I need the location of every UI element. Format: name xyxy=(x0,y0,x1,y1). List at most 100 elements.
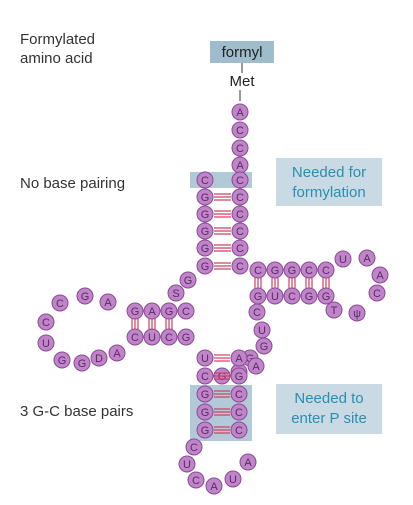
acceptor-tail-2 xyxy=(231,139,249,157)
d-loop-5 xyxy=(53,351,71,369)
variable-4-letter: A xyxy=(252,361,260,373)
anticodon-loop-2-letter: C xyxy=(192,475,200,487)
d-bottom-2-letter: C xyxy=(165,332,173,344)
connector-1-letter: S xyxy=(172,288,179,300)
acceptor-tail-1-letter: C xyxy=(236,125,244,137)
t-loop-0-letter: U xyxy=(339,254,347,266)
d-loop-6 xyxy=(73,354,91,372)
d-loop-2 xyxy=(99,293,117,311)
acceptor-3-5-letter: C xyxy=(236,261,244,273)
d-top-1-letter: G xyxy=(165,306,174,318)
variable-3-letter: G xyxy=(246,353,255,365)
t-loop-1 xyxy=(358,249,376,267)
anticodon-loop-4-letter: U xyxy=(229,474,237,486)
d-loop-5-letter: G xyxy=(58,355,67,367)
needed-formylation-text-line-0: Needed for xyxy=(292,164,366,181)
d-loop-4-letter: U xyxy=(42,338,50,350)
d-loop-8 xyxy=(108,344,126,362)
t-top-1-letter: G xyxy=(271,265,280,277)
anticodon-loop-0-letter: C xyxy=(190,442,198,454)
t-top-4-letter: C xyxy=(322,265,330,277)
needed-formylation-box xyxy=(276,158,382,206)
connector-0 xyxy=(179,271,197,289)
d-bottom-1-letter: U xyxy=(148,332,156,344)
anticodon-right-0 xyxy=(230,349,248,367)
connector-1 xyxy=(167,284,185,302)
acceptor-3-3-letter: C xyxy=(236,226,244,238)
no-base-pairing-label: No base pairing xyxy=(20,175,126,192)
anticodon-right-3 xyxy=(230,403,248,421)
acceptor-3-4 xyxy=(231,239,249,257)
anticodon-left-0 xyxy=(196,349,214,367)
variable-1-letter: U xyxy=(258,325,266,337)
t-bottom-1-letter: U xyxy=(271,291,279,303)
anticodon-right-0-letter: A xyxy=(235,353,243,365)
variable-2-letter: G xyxy=(260,341,269,353)
acceptor-3-2 xyxy=(231,205,249,223)
variable-4 xyxy=(247,357,265,375)
anticodon-left-2-letter: G xyxy=(201,389,210,401)
needed-p-site-text-line-1: enter P site xyxy=(291,410,367,427)
anticodon-right-1-letter: G xyxy=(235,371,244,383)
formyl-box xyxy=(210,41,274,63)
acceptor-5-1-letter: G xyxy=(201,192,210,204)
acceptor-3-1 xyxy=(231,188,249,206)
acceptor-5-4-letter: G xyxy=(201,243,210,255)
anticodon-left-3 xyxy=(196,403,214,421)
acceptor-5-2 xyxy=(196,205,214,223)
acceptor-5-5-letter: G xyxy=(201,261,210,273)
acceptor-tail-1 xyxy=(231,121,249,139)
t-bottom-3-letter: G xyxy=(305,291,314,303)
d-loop-7 xyxy=(90,349,108,367)
acceptor-tail-0 xyxy=(231,103,249,121)
acceptor-3-0 xyxy=(231,171,249,189)
t-loop-5-letter: T xyxy=(331,305,338,317)
acceptor-3-3 xyxy=(231,222,249,240)
acceptor-5-3-letter: G xyxy=(201,226,210,238)
acceptor-5-1 xyxy=(196,188,214,206)
t-top-0-letter: C xyxy=(254,265,262,277)
acceptor-tail-2-letter: C xyxy=(236,143,244,155)
d-loop-1 xyxy=(76,287,94,305)
acceptor-tail-0-letter: A xyxy=(236,107,244,119)
variable-0-letter: C xyxy=(253,307,261,319)
acceptor-tail-3-letter: A xyxy=(236,160,244,172)
anticodon-loop-0 xyxy=(185,438,203,456)
needed-p-site-text-line-0: Needed to xyxy=(294,390,363,407)
d-bottom-3 xyxy=(177,328,195,346)
acceptor-3-1-letter: C xyxy=(236,192,244,204)
t-loop-2 xyxy=(371,266,389,284)
formylated-amino-acid-label: Formylated amino acid xyxy=(20,31,96,67)
d-bottom-3-letter: G xyxy=(182,332,191,344)
d-loop-3 xyxy=(37,313,55,331)
t-bottom-0-letter: G xyxy=(254,291,263,303)
d-loop-4 xyxy=(37,334,55,352)
variable-6-letter: G xyxy=(218,371,227,383)
anticodon-right-3-letter: C xyxy=(235,407,243,419)
anticodon-right-1 xyxy=(230,367,248,385)
anticodon-loop-1-letter: U xyxy=(183,459,191,471)
d-loop-1-letter: G xyxy=(81,291,90,303)
anticodon-loop-5 xyxy=(239,453,257,471)
met-text: Met xyxy=(229,73,255,90)
anticodon-loop-2 xyxy=(187,471,205,489)
connector-0-letter: G xyxy=(184,275,193,287)
anticodon-loop-5-letter: A xyxy=(244,457,252,469)
acceptor-3-5 xyxy=(231,257,249,275)
acceptor-5-3 xyxy=(196,222,214,240)
anticodon-left-0-letter: U xyxy=(201,353,209,365)
acceptor-5-0 xyxy=(196,171,214,189)
t-loop-3 xyxy=(368,284,386,302)
acceptor-5-5 xyxy=(196,257,214,275)
d-loop-6-letter: G xyxy=(78,358,87,370)
t-loop-5 xyxy=(325,301,343,319)
acceptor-5-0-letter: C xyxy=(201,175,209,187)
d-loop-3-letter: C xyxy=(42,317,50,329)
anticodon-left-1 xyxy=(196,367,214,385)
t-loop-0 xyxy=(334,250,352,268)
variable-0 xyxy=(248,303,266,321)
t-loop-2-letter: A xyxy=(376,270,384,282)
t-top-3-letter: C xyxy=(305,265,313,277)
anticodon-loop-1 xyxy=(178,455,196,473)
